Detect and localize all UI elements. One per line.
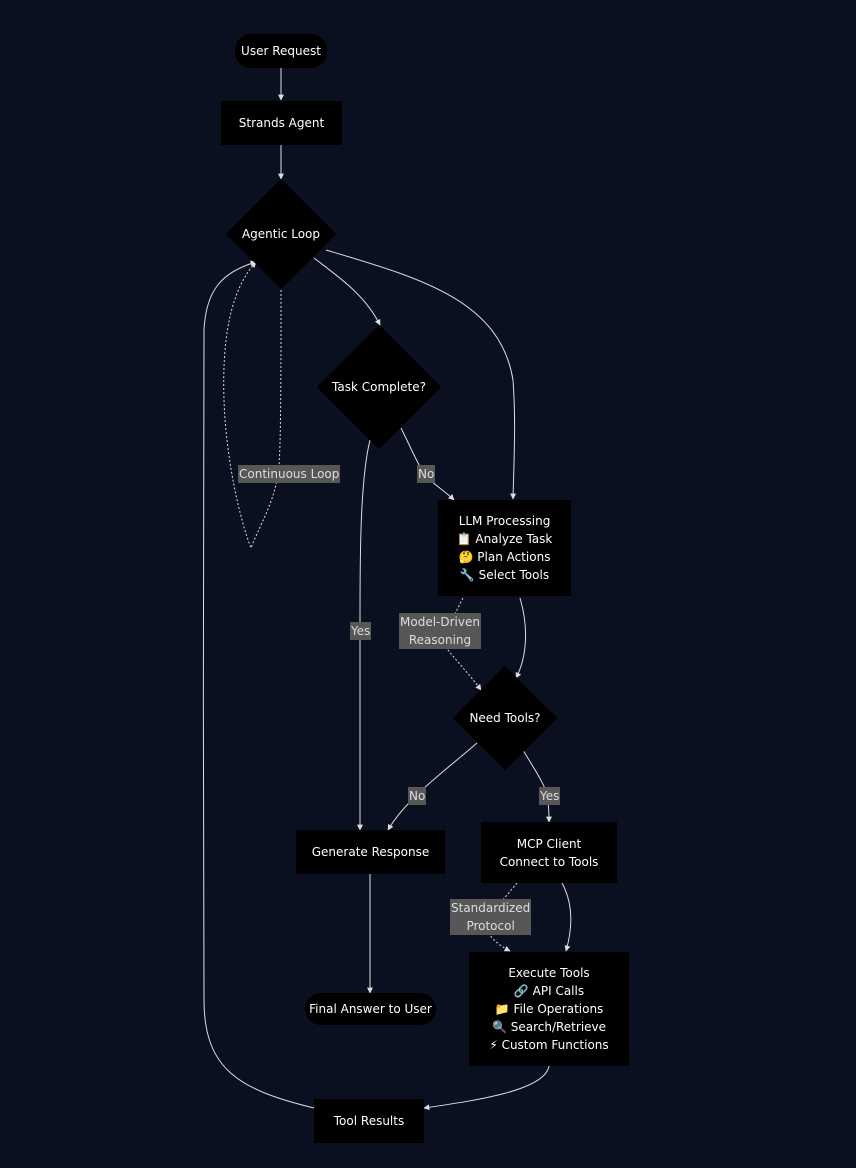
edge-loop-to-llm: [325, 249, 517, 500]
node-execute-tools-title: Execute Tools: [508, 966, 590, 980]
edge-label-continuous-loop: Continuous Loop: [238, 465, 341, 483]
edge-llm-to-need: [515, 597, 527, 679]
node-final-answer: Final Answer to User: [305, 993, 436, 1025]
node-user-request: User Request: [235, 34, 327, 68]
node-strands-agent: Strands Agent: [221, 101, 342, 145]
edge-label-standardized-line2: Protocol: [466, 919, 515, 933]
node-llm-item-select: 🔧 Select Tools: [459, 568, 550, 582]
edge-label-model-driven-line1: Model-Driven: [400, 615, 480, 629]
node-exec-item-file: 📁 File Operations: [494, 1002, 604, 1016]
edge-mcp-standardized: [486, 882, 518, 952]
node-tool-results-label: Tool Results: [333, 1114, 405, 1128]
node-tool-results: Tool Results: [314, 1099, 424, 1143]
edge-task-yes: [357, 439, 371, 831]
node-mcp-client: MCP Client Connect to Tools: [481, 822, 617, 883]
node-execute-tools: Execute Tools 🔗 API Calls 📁 File Operati…: [469, 952, 629, 1066]
node-llm-item-plan: 🤔 Plan Actions: [458, 550, 551, 564]
edge-label-tools-yes: Yes: [539, 787, 561, 805]
edge-label-task-yes: Yes: [350, 622, 372, 640]
edge-mcp-to-exec: [561, 882, 572, 952]
node-agentic-loop-label: Agentic Loop: [241, 227, 321, 241]
node-mcp-client-subtitle: Connect to Tools: [499, 854, 599, 869]
node-llm-processing: LLM Processing 📋 Analyze Task 🤔 Plan Act…: [438, 500, 571, 596]
edge-loop-to-task: [313, 257, 381, 326]
edge-label-standardized-line1: Standardized: [451, 901, 531, 915]
node-generate-response: Generate Response: [296, 830, 445, 874]
node-exec-item-search: 🔍 Search/Retrieve: [491, 1020, 607, 1034]
edge-label-tools-no: No: [408, 787, 427, 805]
node-final-answer-label: Final Answer to User: [309, 1002, 432, 1016]
edge-label-task-no: No: [417, 465, 436, 483]
edge-loop-continuous: [223, 261, 282, 550]
node-strands-agent-label: Strands Agent: [238, 116, 325, 130]
node-task-complete: Task Complete?: [316, 324, 442, 450]
node-agentic-loop: Agentic Loop: [225, 178, 337, 290]
node-task-complete-label: Task Complete?: [332, 380, 426, 394]
edge-results-to-loop: [202, 260, 315, 1109]
node-llm-processing-title: LLM Processing: [458, 514, 551, 528]
edge-exec-to-results: [423, 1065, 550, 1111]
node-need-tools-label: Need Tools?: [469, 711, 541, 725]
node-mcp-client-title: MCP Client: [516, 836, 582, 851]
node-llm-item-analyze: 📋 Analyze Task: [456, 532, 553, 546]
edge-label-standardized: Standardized Protocol: [450, 899, 532, 935]
node-need-tools: Need Tools?: [452, 665, 558, 771]
node-exec-item-api: 🔗 API Calls: [513, 984, 585, 998]
edge-label-model-driven: Model-Driven Reasoning: [399, 613, 481, 649]
node-generate-response-label: Generate Response: [311, 845, 430, 859]
node-exec-item-custom: ⚡ Custom Functions: [489, 1038, 609, 1052]
edge-label-model-driven-line2: Reasoning: [408, 633, 472, 647]
node-user-request-label: User Request: [241, 44, 321, 58]
